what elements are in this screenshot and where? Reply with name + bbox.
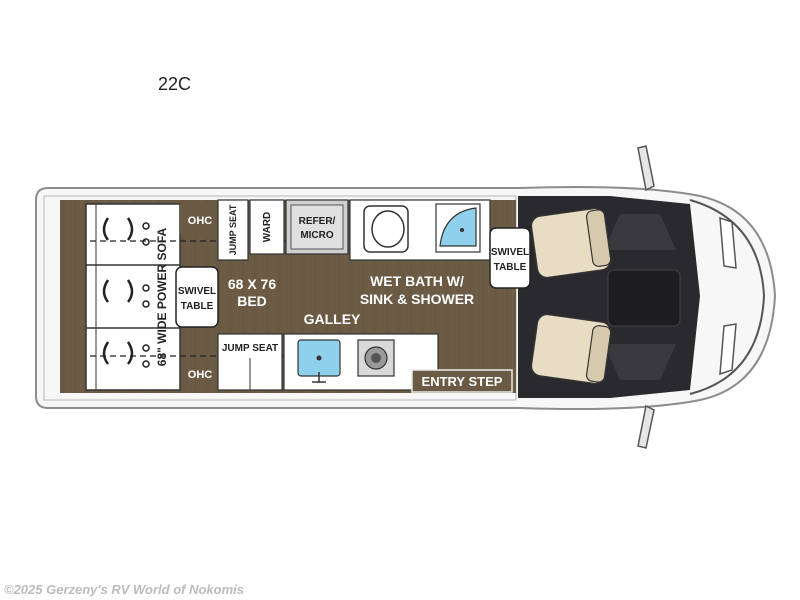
ohc-top-label: OHC [188, 215, 213, 227]
jump-seat-top-label: JUMP SEAT [228, 204, 238, 255]
bed-label-2: BED [237, 293, 267, 309]
jump-seat-top [217, 199, 249, 261]
shower [439, 207, 477, 247]
front-swivel-label-2: TABLE [494, 262, 527, 273]
model-name: 22C [158, 74, 192, 94]
mirror-bottom [637, 404, 655, 449]
wet-bath-label-2: SINK & SHOWER [360, 291, 474, 307]
refer-label-1: REFER/ [299, 216, 336, 227]
wardrobe [249, 199, 285, 255]
driver-seat [530, 207, 612, 279]
copyright-watermark: ©2025 Gerzeny's RV World of Nokomis [4, 582, 244, 597]
wet-bath-label-1: WET BATH W/ [370, 273, 464, 289]
jump-seat-bottom-label: JUMP SEAT [222, 343, 278, 354]
ohc-bottom-label: OHC [188, 369, 213, 381]
sofa-label: 68" WIDE POWER SOFA [155, 227, 169, 366]
passenger-seat [530, 313, 612, 385]
entry-step-label: ENTRY STEP [422, 374, 503, 389]
ward-label: WARD [262, 212, 273, 243]
rear-swivel-table [175, 266, 219, 328]
galley-label: GALLEY [304, 311, 361, 327]
entry-step [411, 369, 513, 393]
mirror-top [637, 145, 655, 192]
front-swivel-table [489, 227, 531, 289]
front-swivel-label-1: SWIVEL [491, 247, 529, 258]
rear-swivel-label-2: TABLE [181, 301, 214, 312]
rear-swivel-label-1: SWIVEL [178, 286, 216, 297]
bed-label-1: 68 X 76 [228, 276, 276, 292]
refer-label-2: MICRO [300, 230, 334, 241]
